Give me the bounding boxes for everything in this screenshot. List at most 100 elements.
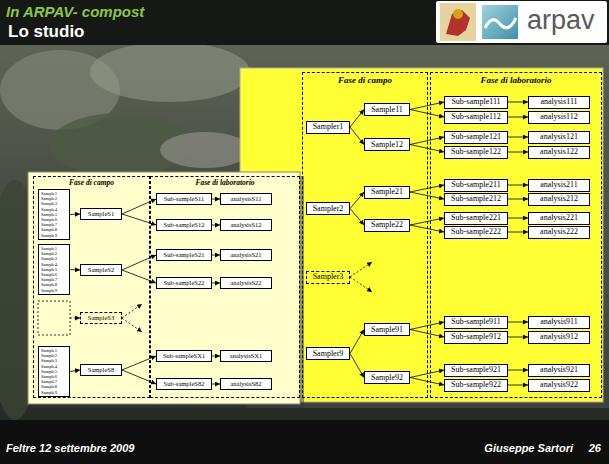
lion-halo (453, 9, 463, 19)
slide-title: In ARPAV- compost (6, 3, 144, 20)
sample-label: analysisSX1 (230, 352, 263, 360)
flow-arrow (212, 384, 220, 385)
sample-label: Sample11 (371, 105, 403, 115)
sample-box: analysisS21 (220, 249, 272, 261)
sample-list: Sample1Sample2Sample3Sample4Sample5Sampl… (38, 346, 70, 397)
phase-heading: Fase di campo (34, 178, 149, 187)
placeholder-box: Sampler3 (306, 271, 350, 284)
flow-arrow (410, 145, 444, 153)
flow-arrow (212, 199, 220, 200)
phase-region: Fase di laboratorioSub-sampleS11Sub-samp… (150, 176, 300, 398)
sample-box: Sub-sample111 (444, 96, 508, 109)
sample-label: Sample3 (41, 201, 57, 206)
sample-box: Sub-sampleS12 (156, 219, 212, 231)
header-band (0, 0, 609, 45)
sample-box: Sample22 (364, 219, 410, 232)
sample-box: analysis112 (528, 111, 590, 124)
phase-heading: Fase di campo (303, 75, 427, 85)
sample-label: Sample22 (371, 220, 403, 230)
flow-arrow (350, 209, 364, 226)
sample-label: Sample3 (41, 358, 57, 363)
sample-box: Sub-sampleS22 (156, 277, 212, 289)
sample-box: Sub-sampleSX1 (156, 350, 212, 362)
wave-logo (485, 18, 516, 28)
sample-box: analysis212 (528, 193, 590, 206)
flow-arrow (410, 378, 444, 386)
sample-label: Sub-sampleS21 (164, 251, 205, 259)
dashed-arrow (122, 318, 142, 332)
phase-heading: Fase di laboratorio (431, 75, 601, 85)
sample-box: Sub-sample211 (444, 179, 508, 192)
sample-label: Sampler3 (313, 272, 344, 282)
lion-emblem (440, 3, 476, 41)
sample-box: analysis912 (528, 331, 590, 344)
placeholder-box (38, 301, 70, 335)
flow-arrow (70, 214, 80, 216)
sample-list: Sample1Sample2Sample3Sample4Sample5Sampl… (38, 244, 70, 295)
flow-arrow (350, 192, 364, 209)
sample-box: SampleS2 (80, 264, 122, 276)
phase-region: Fase di campoSampler1Sample11Sample12Sam… (302, 72, 428, 398)
flow-arrow (350, 330, 364, 354)
sample-label: Sample2 (41, 196, 57, 201)
sample-list: Sample1Sample2Sample3Sample4Sample5Sampl… (38, 189, 70, 240)
sample-label: analysis211 (540, 180, 577, 190)
sample-box: analysisS22 (220, 277, 272, 289)
sample-label: Sampler9 (313, 349, 344, 359)
sample-label: SampleS2 (88, 266, 114, 274)
sample-box: analysis221 (528, 212, 590, 225)
phase-heading: Fase di laboratorio (151, 178, 299, 187)
sample-label: Sub-sample922 (451, 380, 501, 390)
sample-box: analysisS82 (220, 378, 272, 390)
sample-box: Sampler2 (306, 202, 350, 215)
sample-label: Sub-sample211 (451, 180, 500, 190)
sample-label: Sample9 (41, 390, 57, 395)
logo-word: arpav (527, 5, 595, 36)
sample-label: Sample8 (41, 384, 57, 389)
placeholder-box: SampleS3 (80, 312, 122, 324)
sample-label: Sample4 (41, 262, 57, 267)
sample-box: Sub-sample922 (444, 379, 508, 392)
sample-label: Sample4 (41, 207, 57, 212)
flow-arrow (410, 192, 444, 199)
sample-label: Sample91 (371, 325, 403, 335)
flow-arrow (212, 356, 220, 357)
sample-box: analysisSX1 (220, 350, 272, 362)
sample-box: Sub-sample122 (444, 146, 508, 159)
sample-box: Sub-sample921 (444, 364, 508, 377)
sample-box: Sub-sampleS82 (156, 378, 212, 390)
sample-label: SampleS8 (88, 366, 114, 374)
sample-label: Sampler2 (313, 204, 344, 214)
sample-label: analysisS11 (231, 195, 262, 203)
sample-box: analysis121 (528, 131, 590, 144)
sample-label: analysisS12 (230, 221, 261, 229)
sample-label: Sub-sample112 (451, 112, 500, 122)
slide-subtitle: Lo studio (8, 22, 84, 42)
sample-box: Sample12 (364, 138, 410, 151)
flow-arrow (508, 185, 528, 186)
sample-box: Sub-sampleS21 (156, 249, 212, 261)
flow-arrow (410, 102, 444, 110)
sample-box: analysis211 (528, 179, 590, 192)
sample-label: Sample3 (41, 256, 57, 261)
sample-box: analysis222 (528, 226, 590, 239)
flow-arrow (508, 337, 528, 338)
sample-box: SampleS1 (80, 208, 122, 220)
phase-region: Fase di laboratorioSub-sample111Sub-samp… (430, 72, 602, 398)
footer-band (0, 420, 609, 464)
sample-label: analysis122 (540, 147, 578, 157)
phase-region: Fase di campoSample1Sample2Sample3Sample… (33, 176, 150, 398)
sample-label: Sub-sample212 (451, 194, 501, 204)
sample-label: Sub-sampleS22 (164, 279, 205, 287)
flow-arrow (410, 218, 444, 225)
sample-label: analysisS21 (230, 251, 261, 259)
flow-arrow (508, 152, 528, 153)
sample-label: analysis111 (540, 97, 577, 107)
sample-label: Sample21 (371, 187, 403, 197)
logo-panel (436, 1, 607, 43)
sample-label: Sub-sampleS82 (164, 380, 205, 388)
sample-label: Sub-sample221 (451, 213, 501, 223)
dashed-arrow (122, 304, 142, 318)
